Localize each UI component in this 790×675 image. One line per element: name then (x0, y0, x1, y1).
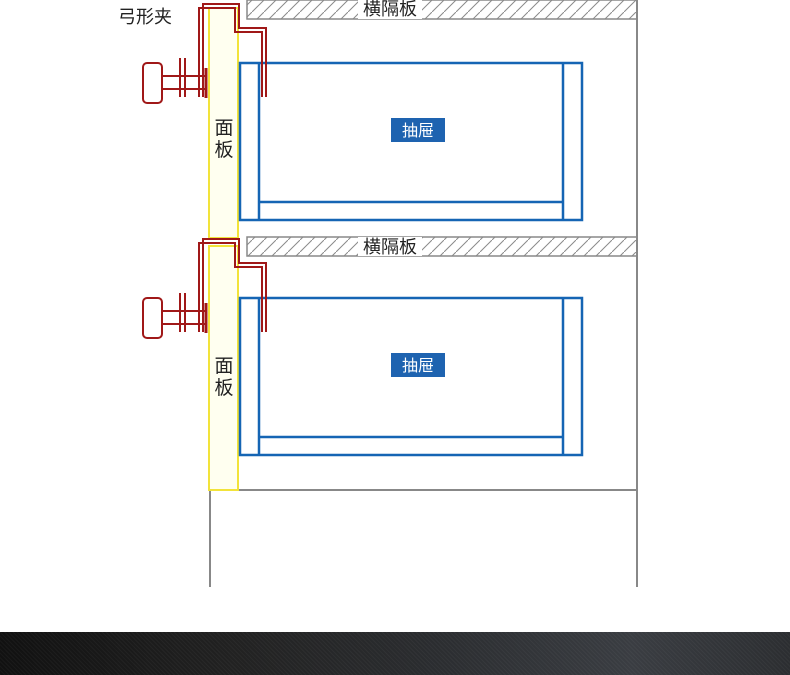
drawer-label-1: 抽屉 (391, 118, 445, 142)
shelf-1: 横隔板 (246, 0, 638, 20)
drawer-1 (238, 61, 584, 222)
drawer-label: 抽屉 (402, 121, 434, 140)
footer-bar (0, 632, 790, 675)
shelf-label: 横隔板 (363, 237, 417, 258)
panel-label-line2: 板 (214, 139, 233, 161)
clamp-1 (142, 3, 267, 104)
panel-label-line1: 面 (214, 117, 233, 139)
cabinet-frame (209, 0, 638, 587)
drawer-2 (238, 296, 584, 457)
panel-2: 面 板 (208, 245, 239, 491)
panel-1: 面 板 (208, 7, 239, 239)
clamp-2 (142, 238, 267, 339)
drawer-label: 抽屉 (402, 356, 434, 375)
drawer-label-2: 抽屉 (391, 353, 445, 377)
shelf-2: 横隔板 (246, 236, 638, 258)
panel-label-line1: 面 (214, 355, 233, 377)
shelf-label: 横隔板 (363, 0, 417, 20)
panel-label-line2: 板 (214, 377, 233, 399)
clamp-label: 弓形夹 (118, 7, 172, 28)
